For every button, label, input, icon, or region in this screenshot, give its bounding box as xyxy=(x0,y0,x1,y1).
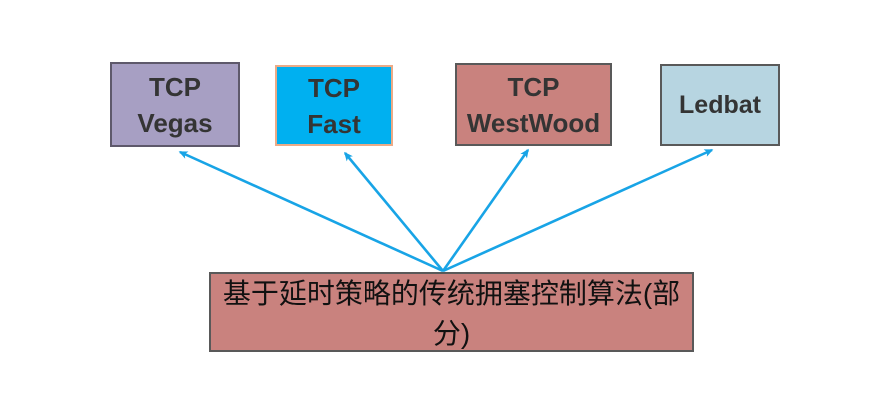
node-ledbat: Ledbat xyxy=(660,64,780,146)
node-root-category: 基于延时策略的传统拥塞控制算法(部分) xyxy=(209,272,694,352)
node-label-line: TCP xyxy=(308,72,360,103)
arrow-to-tcp-fast xyxy=(343,151,445,272)
root-label: 基于延时策略的传统拥塞控制算法(部分) xyxy=(222,278,681,349)
node-label-line: Fast xyxy=(307,108,361,139)
arrow-to-tcp-westwood xyxy=(441,148,530,272)
node-tcp-westwood: TCP WestWood xyxy=(455,63,612,146)
node-label-line: WestWood xyxy=(466,107,601,138)
node-label-line: Ledbat xyxy=(679,91,761,119)
node-tcp-vegas: TCP Vegas xyxy=(110,62,240,147)
node-tcp-fast: TCP Fast xyxy=(275,65,393,146)
arrow-to-tcp-vegas xyxy=(178,150,444,273)
node-label-line: Vegas xyxy=(137,107,213,138)
node-label-line: TCP xyxy=(507,71,560,102)
arrow-to-ledbat xyxy=(442,148,714,273)
node-label-line: TCP xyxy=(149,71,201,102)
